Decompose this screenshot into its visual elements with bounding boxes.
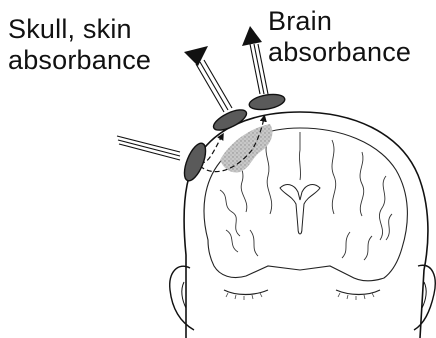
skull-skin-output-beam bbox=[196, 60, 232, 112]
brain-detector bbox=[248, 92, 286, 112]
brain-absorbance-label: Brain absorbance bbox=[268, 6, 411, 68]
brain-label-line2: absorbance bbox=[268, 37, 411, 68]
skull-skin-label-line2: absorbance bbox=[8, 45, 151, 76]
brain-output-beam bbox=[250, 44, 268, 94]
skull-skin-label-line1: Skull, skin bbox=[8, 14, 151, 45]
brain-arrowhead bbox=[242, 26, 262, 46]
skull-skin-absorbance-label: Skull, skin absorbance bbox=[8, 14, 151, 76]
incoming-light-beam bbox=[117, 136, 180, 160]
skull-skin-arrowhead bbox=[184, 46, 208, 66]
brain-label-line1: Brain bbox=[268, 6, 411, 37]
